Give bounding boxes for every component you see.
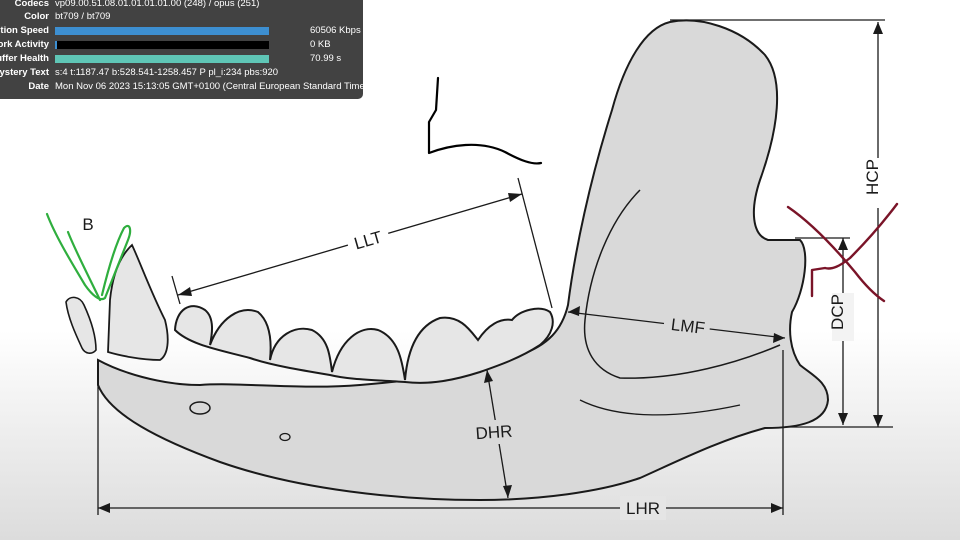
stats-row-color: Color bt709 / bt709 <box>0 10 363 23</box>
ramus-lower-line <box>579 399 741 416</box>
stats-value: 60506 Kbps <box>310 25 361 36</box>
stats-row-date: Date Mon Nov 06 2023 15:13:05 GMT+0100 (… <box>0 80 368 93</box>
stats-key: Color <box>24 11 49 22</box>
stats-row-buffer-health: Buffer Health 70.99 s <box>0 52 363 65</box>
stats-value: vp09.00.51.08.01.01.01.01.00 (248) / opu… <box>55 0 260 9</box>
mental-foramen-small <box>279 432 291 442</box>
connection-speed-bar <box>55 27 269 35</box>
green-scribble <box>45 212 132 302</box>
arrowhead <box>838 413 848 425</box>
buffer-health-bar <box>55 55 269 63</box>
llt-tick-right <box>517 177 553 309</box>
arrowhead <box>873 415 883 427</box>
tooth-row <box>173 305 554 384</box>
stats-row-network-activity: Network Activity 0 KB <box>0 38 363 51</box>
label-hcp: HCP <box>863 159 882 195</box>
mental-foramen <box>189 401 211 415</box>
canine-tooth <box>107 243 169 361</box>
arrowhead <box>484 370 493 383</box>
arrowhead <box>873 22 883 34</box>
stats-row-mystery-text: Mystery Text s:4 t:1187.47 b:528.541-125… <box>0 66 363 79</box>
ramus-inner-line <box>583 189 781 379</box>
arrowhead <box>771 503 783 513</box>
stats-row-connection-speed: Connection Speed 60506 Kbps <box>0 24 363 37</box>
arrowhead <box>508 193 522 202</box>
arrowhead <box>773 333 785 343</box>
bar-fill <box>55 41 58 49</box>
label-lmf: LMF <box>670 315 706 338</box>
black-scribble <box>427 76 543 165</box>
stats-value: Mon Nov 06 2023 15:13:05 GMT+0100 (Centr… <box>55 81 368 92</box>
network-activity-bar <box>55 41 269 49</box>
stats-key: Connection Speed <box>0 25 49 36</box>
stats-key: Network Activity <box>0 39 49 50</box>
llt-tick-left <box>171 275 181 305</box>
bar-fill <box>55 55 269 63</box>
stats-value: bt709 / bt709 <box>55 11 111 22</box>
incisor-tooth <box>65 296 97 354</box>
arrowhead <box>568 306 580 316</box>
stats-key: Mystery Text <box>0 67 49 78</box>
stats-key: Buffer Health <box>0 53 49 64</box>
label-b: B <box>82 215 93 234</box>
stats-for-nerds-panel: Codecs vp09.00.51.08.01.01.01.01.00 (248… <box>0 0 368 99</box>
maroon-x-mark <box>786 202 899 303</box>
stats-key: Date <box>28 81 49 92</box>
stats-value: 70.99 s <box>310 53 342 64</box>
stats-value: 0 KB <box>310 39 331 50</box>
stats-row-codecs: Codecs vp09.00.51.08.01.01.01.01.00 (248… <box>0 0 363 10</box>
arrowhead <box>503 485 512 498</box>
bar-fill <box>55 27 269 35</box>
arrowhead <box>838 238 848 250</box>
label-lhr: LHR <box>626 499 660 518</box>
stats-key: Codecs <box>14 0 49 9</box>
label-dcp: DCP <box>828 294 847 330</box>
arrowhead <box>98 503 110 513</box>
stats-value: s:4 t:1187.47 b:528.541-1258.457 P pl_i:… <box>55 67 279 78</box>
arrowhead <box>178 287 192 296</box>
label-dhr: DHR <box>475 422 513 444</box>
